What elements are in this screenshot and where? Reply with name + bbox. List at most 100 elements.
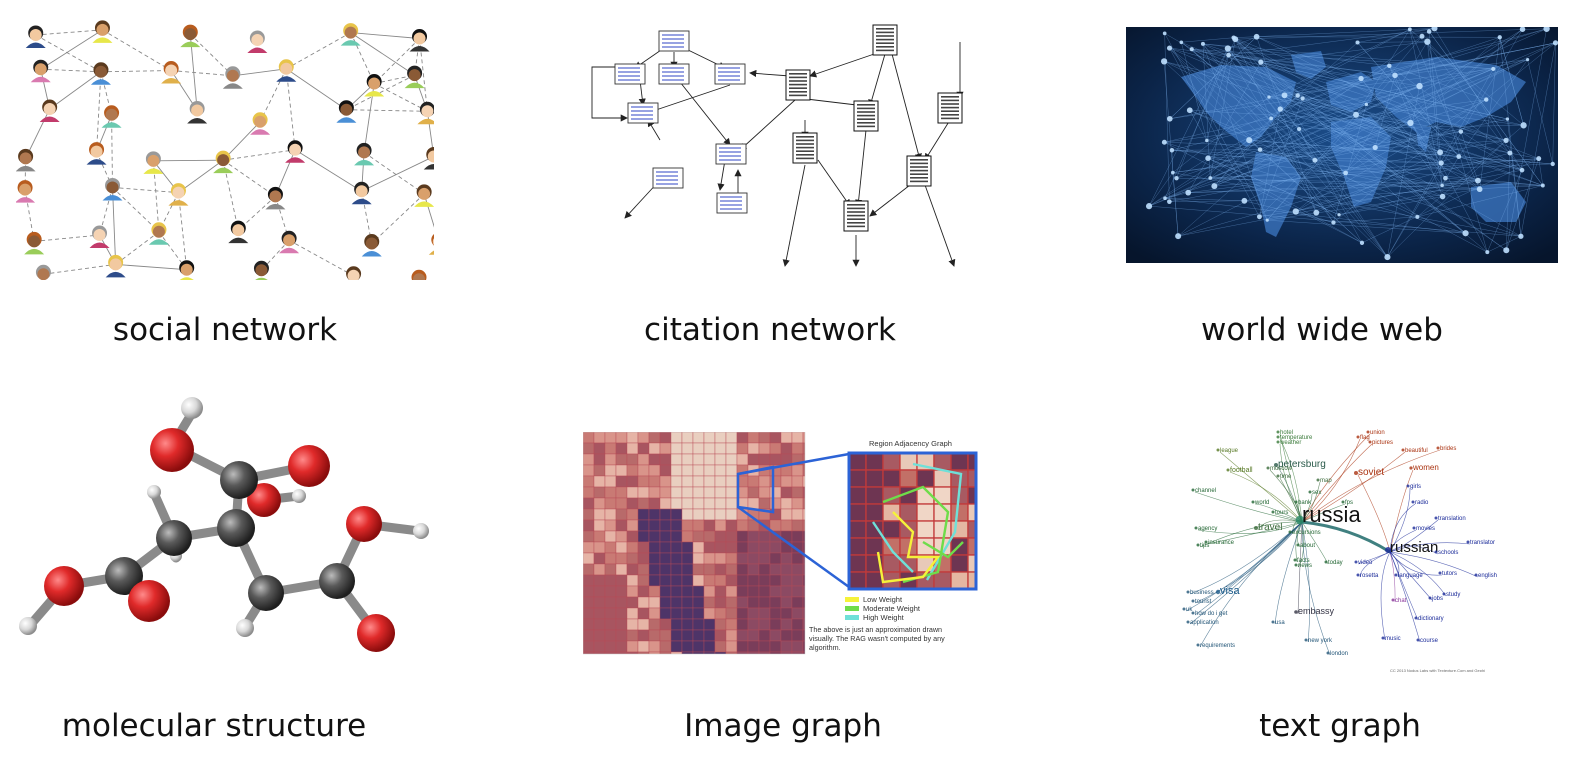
social-network-illustration <box>16 20 434 280</box>
caption-molecular-structure: molecular structure <box>61 708 367 744</box>
rag-title: Region Adjacency Graph <box>869 439 952 448</box>
text-graph-word: channel <box>1195 488 1216 494</box>
text-graph-node <box>1271 620 1275 624</box>
text-graph-node <box>1294 610 1298 614</box>
text-graph-word: insurance <box>1208 540 1235 546</box>
legend-moderate-weight: Moderate Weight <box>863 604 921 613</box>
rag-note-line-3: algorithm. <box>809 643 841 652</box>
world-wide-web-panel <box>1126 27 1558 263</box>
text-graph-node <box>1296 543 1300 547</box>
person-avatar <box>411 269 427 280</box>
text-graph-word: time <box>1280 474 1292 480</box>
text-graph-word: business <box>1190 590 1214 596</box>
text-graph-node <box>1356 573 1360 577</box>
person-avatar <box>354 142 375 166</box>
text-graph-word: radio <box>1415 500 1429 506</box>
text-graph-word: news <box>1298 563 1312 569</box>
person-avatar <box>24 231 45 255</box>
text-graph-word: moscow <box>1270 466 1293 472</box>
person-avatar <box>285 140 306 163</box>
text-graph-node <box>1196 643 1200 647</box>
text-graph-node <box>1366 430 1370 434</box>
person-avatar <box>361 233 382 257</box>
text-graph-node <box>1354 560 1358 564</box>
citation-document <box>853 100 879 132</box>
text-graph-word: temperature <box>1280 435 1313 441</box>
text-graph-word: uk <box>1186 607 1193 613</box>
molecular-structure-panel <box>14 388 444 663</box>
text-graph-node <box>1406 484 1410 488</box>
person-avatar <box>222 66 243 89</box>
caption-social-network: social network <box>112 312 338 348</box>
person-avatar <box>364 74 385 97</box>
text-graph-node <box>1474 573 1478 577</box>
person-avatar <box>16 180 36 203</box>
text-graph-word: course <box>1420 638 1439 644</box>
text-graph-node <box>1411 500 1415 504</box>
text-graph-node <box>1271 510 1275 514</box>
person-avatar <box>39 99 60 123</box>
citation-document <box>906 155 932 187</box>
text-graph-word: application <box>1190 620 1219 626</box>
text-graph-word: league <box>1220 448 1239 454</box>
person-avatar <box>340 23 361 46</box>
text-graph-word: music <box>1385 636 1401 642</box>
text-graph-node <box>1368 440 1372 444</box>
text-graph-word: women <box>1412 463 1439 472</box>
text-graph-node <box>1308 490 1312 494</box>
text-graph-node <box>1204 540 1208 544</box>
citation-paper-thumbnail <box>715 143 747 165</box>
text-graph-node <box>1341 500 1345 504</box>
molecule-ball-and-stick <box>19 397 429 652</box>
text-graph-node <box>1436 446 1440 450</box>
text-graph-word: soviet <box>1358 467 1384 478</box>
text-graph-node <box>1438 571 1442 575</box>
citation-edges <box>591 42 964 267</box>
text-graph-word: language <box>1398 573 1423 579</box>
person-avatar <box>351 181 372 205</box>
person-avatar <box>265 186 286 210</box>
text-graph-node <box>1295 515 1305 525</box>
person-avatar <box>213 150 234 174</box>
person-avatar <box>279 230 300 254</box>
text-graph-node <box>1191 611 1195 615</box>
citation-document <box>785 69 811 101</box>
person-avatar <box>417 101 434 125</box>
rag-note-line-2: visually. The RAG wasn't computed by any <box>809 634 945 643</box>
text-graph-network: russiarussianpetersburgsoviettravelvisae… <box>1182 430 1497 672</box>
text-graph-word: sex <box>1312 490 1321 496</box>
text-graph-word: english <box>1478 573 1497 579</box>
person-avatar <box>92 20 113 43</box>
text-graph-node <box>1412 526 1416 530</box>
person-avatar <box>336 100 357 123</box>
text-graph-node <box>1434 550 1438 554</box>
text-graph-word: tips <box>1200 543 1209 549</box>
text-graph-node <box>1409 466 1413 470</box>
text-graph-node <box>1266 466 1270 470</box>
text-graph-word: rosetta <box>1360 573 1379 579</box>
text-graph-node <box>1226 468 1230 472</box>
text-graph-node <box>1276 435 1280 439</box>
person-avatar <box>161 61 182 84</box>
text-graph-word: embassy <box>1298 606 1335 616</box>
person-avatar <box>16 148 36 172</box>
person-avatar <box>228 220 249 244</box>
person-avatar <box>30 59 51 83</box>
text-graph-node <box>1324 560 1328 564</box>
text-graph-word: today <box>1328 560 1343 566</box>
text-graph-word: jobs <box>1431 596 1443 602</box>
legend-swatch-high <box>845 615 859 620</box>
text-graph-word: beautiful <box>1405 448 1428 454</box>
text-graph-node <box>1394 573 1398 577</box>
text-graph-word: visa <box>1220 585 1240 597</box>
text-graph-word: football <box>1230 467 1253 474</box>
text-graph-node <box>1276 430 1280 434</box>
text-graph-word: usa <box>1275 620 1285 626</box>
citation-network-panel <box>580 20 980 272</box>
text-graph-word: new york <box>1308 638 1333 644</box>
citation-paper-thumbnail <box>627 102 659 124</box>
person-avatar <box>101 105 122 128</box>
text-graph-word: tourist <box>1195 599 1212 605</box>
person-avatar <box>250 112 271 135</box>
person-avatar <box>179 260 195 280</box>
